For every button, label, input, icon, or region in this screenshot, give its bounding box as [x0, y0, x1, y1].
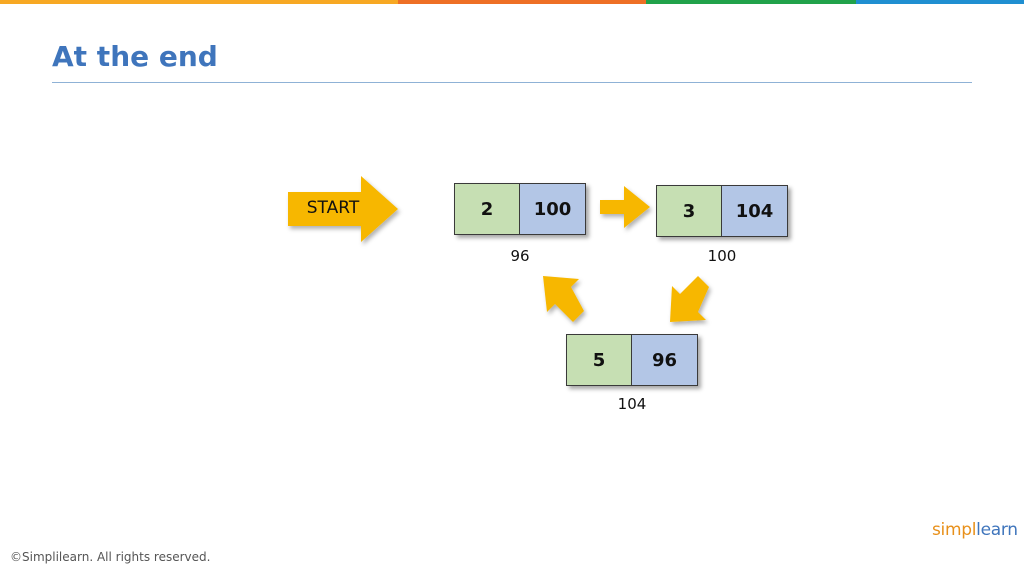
- slide-title: At the end: [52, 40, 218, 73]
- bar-segment-orange: [0, 0, 398, 4]
- arrow-node3-to-node1: [543, 276, 584, 322]
- title-underline: [52, 82, 972, 83]
- copyright-footer: ©Simplilearn. All rights reserved.: [10, 550, 211, 564]
- node-next-pointer-cell: 96: [632, 335, 697, 385]
- logo-left-text: simpl: [932, 520, 977, 540]
- linked-list-node-2: 3 104: [656, 185, 788, 237]
- bar-segment-green: [646, 0, 856, 4]
- top-color-bar: [0, 0, 1024, 4]
- node-next-pointer-cell: 100: [520, 184, 585, 234]
- node-address-label: 100: [707, 247, 737, 265]
- logo-right-text: learn: [976, 520, 1018, 540]
- node-address-label: 104: [617, 395, 647, 413]
- node-next-pointer-cell: 104: [722, 186, 787, 236]
- arrow-node1-to-node2: [600, 186, 650, 228]
- node-data-cell: 2: [455, 184, 520, 234]
- node-data-cell: 3: [657, 186, 722, 236]
- start-label: START: [306, 198, 360, 218]
- arrow-node2-to-node3: [670, 276, 709, 322]
- bar-segment-blue: [856, 0, 1024, 4]
- linked-list-node-3: 5 96: [566, 334, 698, 386]
- simplilearn-logo: simpllearn: [932, 520, 1018, 540]
- bar-segment-red: [398, 0, 646, 4]
- node-data-cell: 5: [567, 335, 632, 385]
- linked-list-node-1: 2 100: [454, 183, 586, 235]
- start-arrow: [288, 176, 398, 242]
- node-address-label: 96: [510, 247, 530, 265]
